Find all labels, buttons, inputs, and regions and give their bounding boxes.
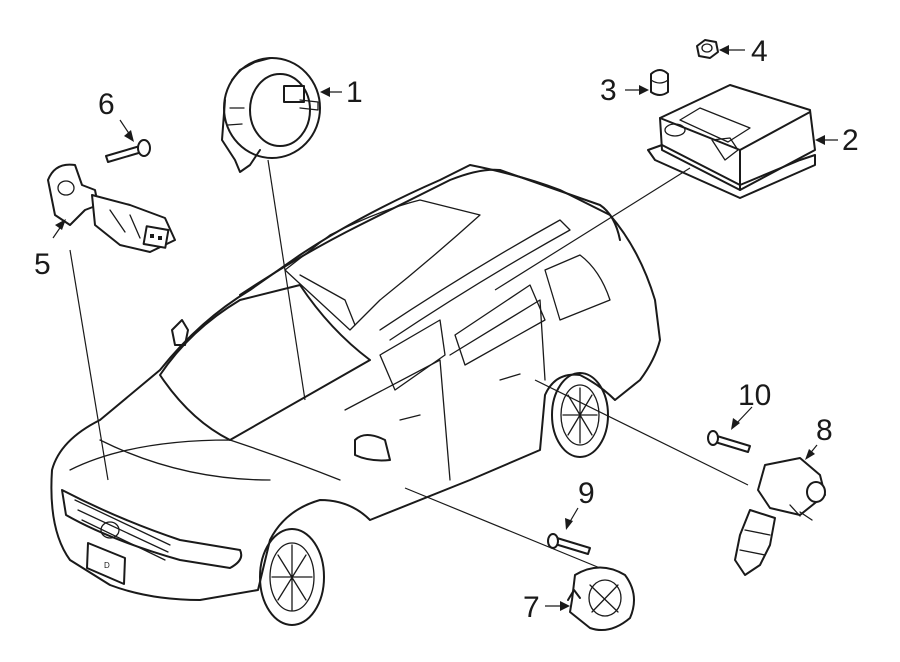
callout-3-label: 3 xyxy=(600,74,617,107)
callout-4-label: 4 xyxy=(751,35,768,68)
rear-sensor-part xyxy=(734,457,826,576)
callout-1: 1 xyxy=(320,76,363,109)
leader-lines xyxy=(69,159,749,569)
callout-4: 4 xyxy=(719,35,768,68)
airbag-control-module-part xyxy=(647,84,816,199)
callout-7-label: 7 xyxy=(523,591,540,624)
callout-2: 2 xyxy=(815,124,859,157)
callout-10-label: 10 xyxy=(738,379,771,412)
callout-9: 9 xyxy=(565,477,595,530)
nut-part xyxy=(696,39,719,59)
license-plate-text: D xyxy=(104,561,110,570)
impact-sensor-part xyxy=(47,163,176,253)
vehicle-suv: D xyxy=(50,164,661,626)
callout-2-label: 2 xyxy=(842,124,859,157)
callout-9-label: 9 xyxy=(578,477,595,510)
callout-7: 7 xyxy=(523,591,570,624)
callout-1-label: 1 xyxy=(346,76,363,109)
bumper-stop-part xyxy=(650,69,669,96)
bolt-10-part xyxy=(707,430,751,453)
side-sensor-part xyxy=(567,566,635,631)
callout-8-label: 8 xyxy=(816,414,833,447)
bolt-9-part xyxy=(547,533,591,555)
callouts: 1 2 3 4 5 6 xyxy=(34,35,859,624)
callout-8: 8 xyxy=(805,414,833,460)
callout-3: 3 xyxy=(600,74,649,107)
callout-10: 10 xyxy=(731,379,771,430)
callout-6: 6 xyxy=(98,88,134,142)
callout-6-label: 6 xyxy=(98,88,115,121)
callout-5: 5 xyxy=(34,219,66,281)
clock-spring-part xyxy=(221,57,321,173)
bolt-6-part xyxy=(105,139,151,163)
callout-5-label: 5 xyxy=(34,248,51,281)
